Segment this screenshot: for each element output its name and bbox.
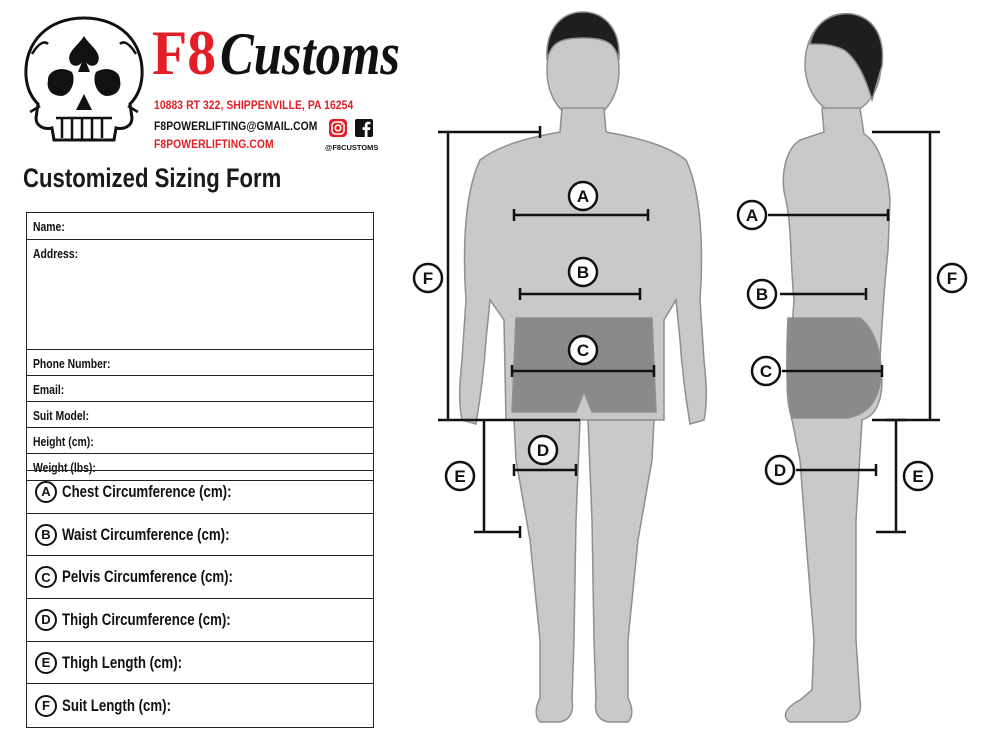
phone-field[interactable]: Phone Number: — [27, 350, 373, 376]
front-marker-circle — [567, 180, 599, 212]
front-marker-label: A — [577, 187, 589, 206]
email-line[interactable]: F8POWERLIFTING@GMAIL.COM — [154, 119, 318, 133]
side-marker-label: C — [760, 362, 772, 381]
instagram-icon[interactable] — [329, 119, 347, 137]
front-thigh-length-line — [474, 420, 522, 538]
marker-badge: C — [35, 566, 57, 589]
side-thigh-length-line — [876, 418, 906, 534]
field-label: Suit Model: — [33, 408, 90, 423]
side-marker-label: B — [756, 285, 768, 304]
facebook-icon[interactable] — [355, 119, 373, 137]
front-chest-line — [512, 209, 650, 221]
front-marker-circle — [444, 460, 476, 492]
svg-text:Customs: Customs — [220, 21, 400, 87]
front-marker-label: E — [454, 467, 465, 486]
front-figure — [458, 11, 708, 723]
marker-badge: E — [35, 651, 57, 674]
diagram-markers: A B C D E F A B C D E F — [412, 180, 968, 492]
side-marker-label: E — [912, 467, 923, 486]
front-thigh-line — [512, 464, 578, 476]
marker-badge: A — [35, 480, 57, 503]
front-marker-circle — [567, 334, 599, 366]
front-marker-label: F — [423, 269, 433, 288]
weight-field[interactable]: Weight (lbs): — [27, 454, 373, 480]
side-marker-circle — [902, 460, 934, 492]
field-label: Height (cm): — [33, 434, 94, 449]
side-marker-label: D — [774, 461, 786, 480]
svg-text:F8: F8 — [152, 17, 216, 88]
website-line[interactable]: F8POWERLIFTING.COM — [154, 137, 274, 151]
marker-badge: F — [35, 694, 57, 717]
front-marker-label: D — [537, 441, 549, 460]
side-marker-label: A — [746, 206, 758, 225]
field-label: Pelvis Circumference (cm): — [62, 567, 233, 587]
marker-badge: D — [35, 608, 57, 631]
height-field[interactable]: Height (cm): — [27, 428, 373, 454]
front-marker-circle — [412, 262, 444, 294]
side-marker-circle — [764, 454, 796, 486]
field-label: Name: — [33, 219, 65, 234]
suit-model-field[interactable]: Suit Model: — [27, 402, 373, 428]
side-marker-circle — [736, 199, 768, 231]
front-waist-line — [518, 288, 642, 300]
field-label: Thigh Length (cm): — [62, 652, 183, 672]
field-label: Chest Circumference (cm): — [62, 481, 232, 501]
name-field[interactable]: Name: — [27, 213, 373, 240]
front-marker-label: C — [577, 341, 589, 360]
brand-wordmark: F8 Customs — [152, 17, 400, 88]
side-chest-line — [768, 209, 890, 221]
skull-logo — [24, 16, 144, 142]
social-handle: @F8CUSTOMS — [325, 143, 379, 152]
form-title: Customized Sizing Form — [23, 163, 282, 193]
side-pelvis-line — [782, 365, 884, 377]
side-marker-label: F — [947, 269, 957, 288]
body-diagram: A B C D E F A B C D E F — [412, 11, 968, 723]
front-suit-length-line — [438, 126, 580, 422]
side-waist-line — [780, 288, 868, 300]
front-pelvis-line — [510, 365, 656, 377]
side-thigh-line — [796, 464, 878, 476]
side-figure — [782, 12, 891, 723]
field-label: Weight (lbs): — [33, 460, 96, 475]
front-marker-circle — [567, 256, 599, 288]
field-label: Phone Number: — [33, 356, 111, 371]
side-marker-circle — [746, 278, 778, 310]
field-label: Suit Length (cm): — [62, 695, 172, 715]
measurement-lines — [438, 126, 940, 538]
field-label: Email: — [33, 382, 65, 397]
side-marker-circle — [936, 262, 968, 294]
field-label: Address: — [33, 246, 79, 261]
address-line: 10883 RT 322, SHIPPENVILLE, PA 16254 — [154, 98, 354, 112]
field-label: Thigh Circumference (cm): — [62, 609, 231, 629]
side-marker-circle — [750, 355, 782, 387]
marker-badge: B — [35, 523, 57, 546]
field-label: Waist Circumference (cm): — [62, 524, 230, 544]
address-field[interactable]: Address: — [27, 240, 373, 350]
front-marker-circle — [527, 434, 559, 466]
email-field[interactable]: Email: — [27, 376, 373, 402]
info-table: Name: Address: Phone Number: Email: Suit… — [26, 212, 374, 481]
front-marker-label: B — [577, 263, 589, 282]
